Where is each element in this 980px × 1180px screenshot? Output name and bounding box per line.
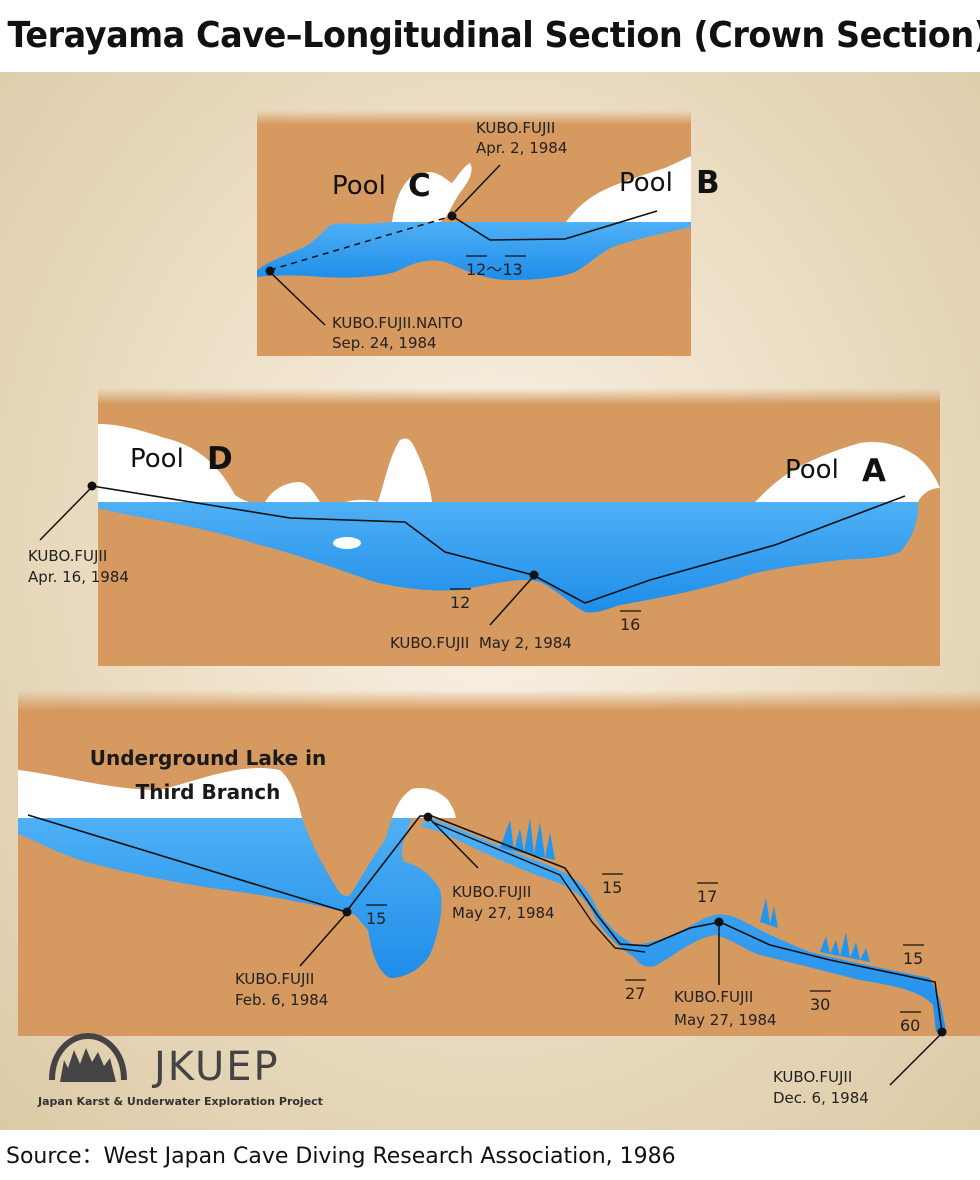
survey-point-apr16 xyxy=(87,481,97,491)
leader-may2 xyxy=(489,577,533,626)
pool-b-word: Pool xyxy=(619,168,673,198)
depth-d6: 15 xyxy=(903,949,923,968)
dive-line-panel-3 xyxy=(27,814,943,1033)
air-pool-c xyxy=(392,163,472,222)
air-pool-b xyxy=(566,156,691,222)
depth-d1: 15 xyxy=(366,909,386,928)
label-apr2-date: Apr. 2, 1984 xyxy=(476,139,567,157)
lake-title-line-1: Underground Lake in xyxy=(90,746,327,770)
air-bubble xyxy=(333,537,361,549)
water-lake xyxy=(18,818,442,978)
pool-d-word: Pool xyxy=(130,444,184,474)
label-sep24-diver: KUBO.FUJII.NAITO xyxy=(332,314,463,332)
depth-12: 12 xyxy=(450,593,470,612)
depth-d2: 15 xyxy=(602,878,622,897)
survey-point-sep24 xyxy=(265,266,275,276)
logo-subtitle: Japan Karst & Underwater Exploration Pro… xyxy=(38,1095,323,1108)
label-apr16-diver: KUBO.FUJII xyxy=(28,547,107,565)
dashed-line-panel-1 xyxy=(269,215,453,271)
survey-point-may27a xyxy=(423,812,433,822)
survey-point-dec6 xyxy=(937,1027,947,1037)
panel-pool-c-b: 12〜13 Pool C Pool B KUBO.FUJII Apr. 2, 1… xyxy=(257,110,720,356)
jkuep-logo-mark xyxy=(49,1032,127,1082)
label-may27b-date: May 27, 1984 xyxy=(674,1011,777,1029)
lake-title-line-2: Third Branch xyxy=(136,780,281,804)
depth-d7: 60 xyxy=(900,1016,920,1035)
survey-point-apr2 xyxy=(447,211,457,221)
survey-point-feb6 xyxy=(342,907,352,917)
logo-name: JKUEP xyxy=(154,1044,280,1090)
dive-line-panel-1 xyxy=(451,210,658,241)
depth-16: 16 xyxy=(620,615,640,634)
panel-pool-d-a: 12 16 Pool D Pool A KUBO.FUJII Apr. 16, … xyxy=(28,388,940,666)
pool-d-letter: D xyxy=(207,441,233,477)
pool-c-word: Pool xyxy=(332,171,386,201)
label-may27b-diver: KUBO.FUJII xyxy=(674,988,753,1006)
leader-apr16 xyxy=(39,488,91,541)
panel-third-branch: 15 15 17 27 30 15 60 Underground Lake in… xyxy=(18,690,980,1107)
label-feb6-date: Feb. 6, 1984 xyxy=(235,991,328,1009)
depth-d3: 17 xyxy=(697,887,717,906)
label-may27a-diver: KUBO.FUJII xyxy=(452,883,531,901)
label-sep24-date: Sep. 24, 1984 xyxy=(332,334,437,352)
stalactites-c xyxy=(820,932,870,962)
pool-b-letter: B xyxy=(696,165,720,201)
depth-panel-1: 12〜13 xyxy=(466,260,523,279)
label-may27a-date: May 27, 1984 xyxy=(452,904,555,922)
survey-point-may27b xyxy=(714,917,724,927)
air-underground-lake xyxy=(18,768,302,818)
air-pool-a xyxy=(755,442,940,502)
water-panel-1 xyxy=(257,222,691,280)
pool-a-letter: A xyxy=(862,453,886,489)
leader-feb6 xyxy=(299,914,346,967)
air-dome xyxy=(392,788,456,818)
leader-sep24 xyxy=(271,273,326,326)
pool-a-word: Pool xyxy=(785,455,839,485)
leader-may27a xyxy=(430,819,479,869)
label-may2: KUBO.FUJII May 2, 1984 xyxy=(390,634,572,652)
dive-line-panel-3-b xyxy=(431,821,646,953)
label-dec6-date: Dec. 6, 1984 xyxy=(773,1089,869,1107)
stalactites-b xyxy=(760,898,778,928)
leader-dec6 xyxy=(889,1034,941,1086)
leader-apr2 xyxy=(454,164,501,213)
label-dec6-diver: KUBO.FUJII xyxy=(773,1068,852,1086)
pool-c-letter: C xyxy=(408,168,431,204)
label-apr16-date: Apr. 16, 1984 xyxy=(28,568,129,586)
source-citation: Source：West Japan Cave Diving Research A… xyxy=(6,1144,676,1169)
water-panel-2 xyxy=(98,502,919,613)
label-apr2-diver: KUBO.FUJII xyxy=(476,119,555,137)
depth-d5: 30 xyxy=(810,995,830,1014)
label-feb6-diver: KUBO.FUJII xyxy=(235,970,314,988)
stalactites-a xyxy=(500,818,555,860)
survey-point-may2 xyxy=(529,570,539,580)
page-title: Terayama Cave–Longitudinal Section (Crow… xyxy=(0,0,980,72)
depth-d4: 27 xyxy=(625,984,645,1003)
air-pool-d xyxy=(98,424,432,504)
